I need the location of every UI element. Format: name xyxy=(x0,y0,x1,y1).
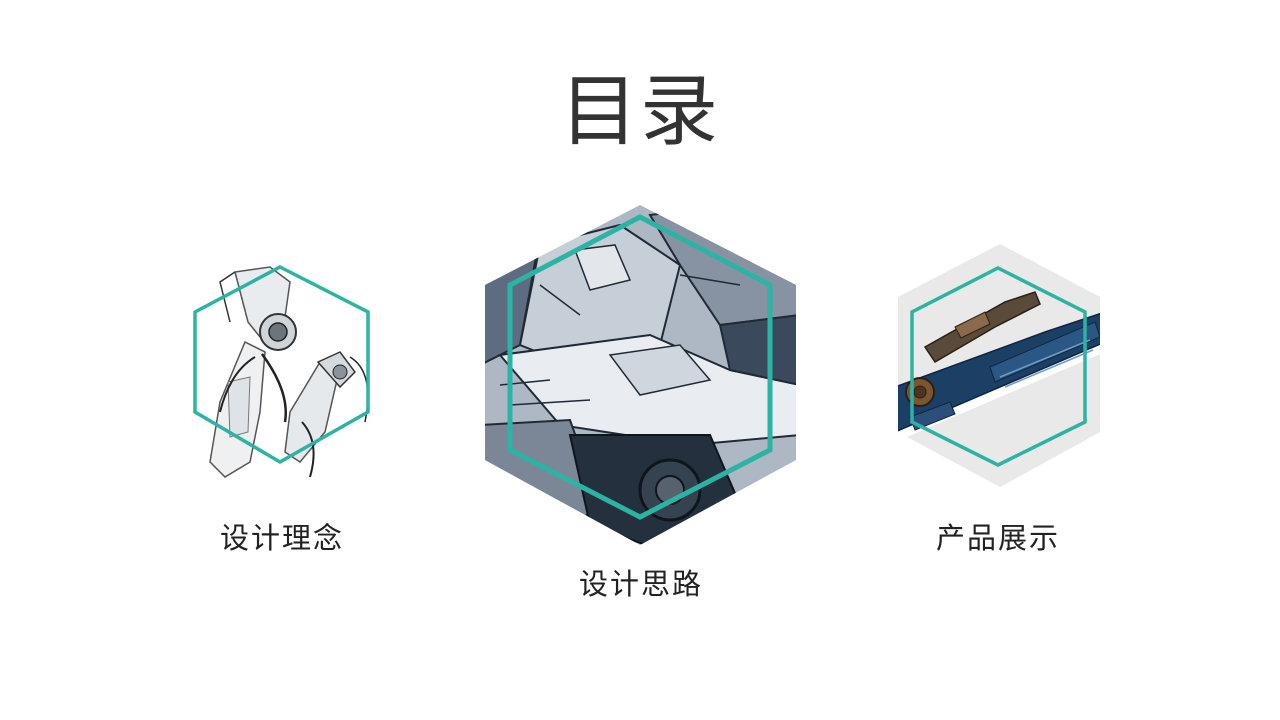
section-design-idea[interactable] xyxy=(480,205,800,550)
mecha-sketch-image xyxy=(485,205,796,545)
section-label-design-idea: 设计思路 xyxy=(578,567,703,601)
section-product-display[interactable] xyxy=(895,242,1105,492)
section-label-design-concept: 设计理念 xyxy=(219,521,344,555)
blade-product-image xyxy=(898,244,1100,487)
page-title: 目录 xyxy=(559,67,720,157)
section-design-concept[interactable] xyxy=(190,262,390,492)
robot-arm-image xyxy=(193,265,370,478)
section-label-product-display: 产品展示 xyxy=(935,521,1060,555)
